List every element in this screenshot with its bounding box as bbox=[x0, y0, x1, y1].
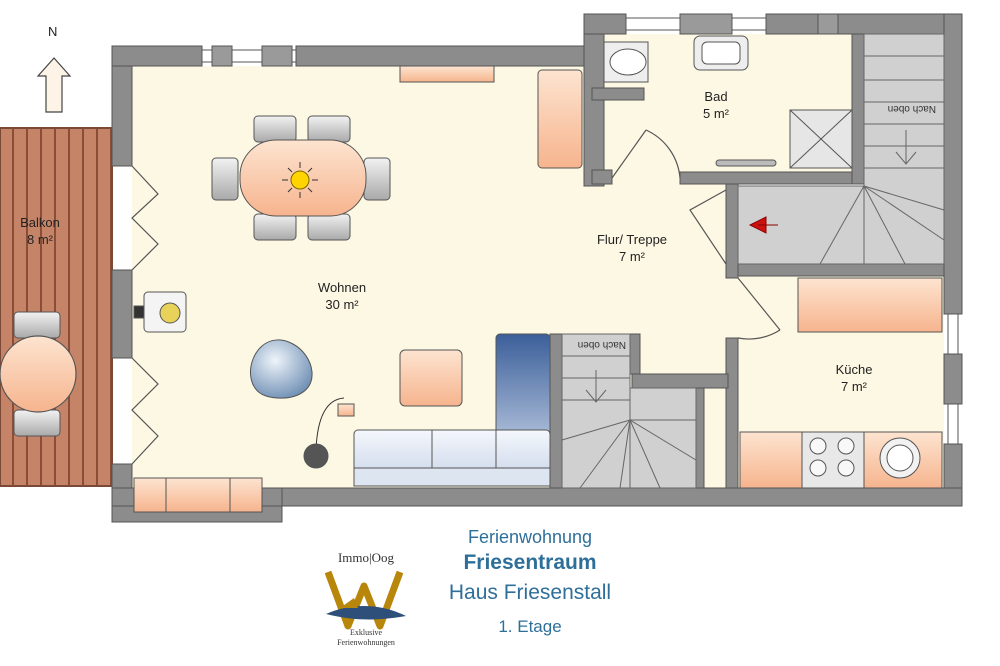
bath-area: 5 m² bbox=[703, 106, 730, 121]
logo-subtitle-2: Ferienwohnungen bbox=[337, 638, 395, 647]
bath-fixtures bbox=[603, 35, 853, 169]
upper-stair bbox=[737, 33, 945, 265]
balcony-name: Balkon bbox=[20, 215, 60, 230]
lower-stair-label: Nach oben bbox=[578, 339, 626, 350]
balcony bbox=[0, 127, 113, 487]
kitchen-fixtures bbox=[739, 277, 943, 489]
kitchen-name: Küche bbox=[836, 362, 873, 377]
title-line-2: Friesentraum bbox=[463, 551, 597, 574]
logo-top-text: Immo|Oog bbox=[337, 550, 395, 565]
immo-oog-logo: Immo|Oog Exklusive Ferienwohnungen bbox=[318, 550, 414, 650]
title-line-4: 1. Etage bbox=[498, 617, 562, 636]
bath-name: Bad bbox=[704, 89, 727, 104]
kitchen-area: 7 m² bbox=[841, 379, 868, 394]
sun-icon bbox=[282, 162, 318, 198]
living-area: 30 m² bbox=[325, 297, 359, 312]
title-line-3: Haus Friesenstall bbox=[448, 581, 612, 604]
living-furniture bbox=[133, 65, 583, 513]
hall-area: 7 m² bbox=[619, 249, 646, 264]
north-arrow-icon bbox=[36, 57, 72, 113]
living-name: Wohnen bbox=[318, 280, 366, 295]
lower-stair bbox=[561, 333, 697, 489]
north-label: N bbox=[48, 24, 57, 39]
doors bbox=[131, 129, 781, 465]
logo-mark-icon bbox=[324, 570, 406, 630]
walls bbox=[111, 13, 963, 523]
title-line-1: Ferienwohnung bbox=[467, 527, 593, 547]
logo-subtitle-1: Exklusive bbox=[350, 628, 382, 637]
upper-stair-label: Nach oben bbox=[888, 103, 936, 114]
balcony-area: 8 m² bbox=[27, 232, 54, 247]
hall-name: Flur/ Treppe bbox=[597, 232, 667, 247]
